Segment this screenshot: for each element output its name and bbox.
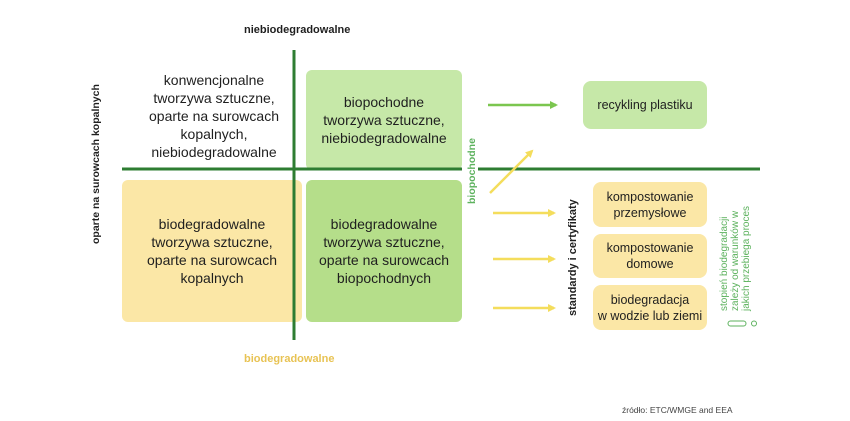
- soil-water-biodegradation-box: biodegradacja w wodzie lub ziemi: [593, 285, 707, 330]
- quadrant-bottom-right: biodegradowalne tworzywa sztuczne, opart…: [306, 180, 462, 322]
- home-composting-box: kompostowanie domowe: [593, 234, 707, 278]
- industrial-composting-box: kompostowanie przemysłowe: [593, 182, 707, 227]
- quadrant-top-right: biopochodne tworzywa sztuczne, niebiodeg…: [306, 70, 462, 170]
- thermometer-icon: [727, 320, 757, 327]
- quadrant-bottom-left: biodegradowalne tworzywa sztuczne, opart…: [122, 180, 302, 322]
- bottom-axis-label: biodegradowalne: [244, 353, 335, 365]
- top-axis-label: niebiodegradowalne: [244, 24, 351, 36]
- arrow-diagonal: [489, 149, 534, 194]
- recycling-box: recykling plastiku: [583, 81, 707, 129]
- source-note: źródło: ETC/WMGE and EEA: [622, 405, 733, 415]
- quadrant-top-left: konwencjonalne tworzywa sztuczne, oparte…: [149, 72, 279, 160]
